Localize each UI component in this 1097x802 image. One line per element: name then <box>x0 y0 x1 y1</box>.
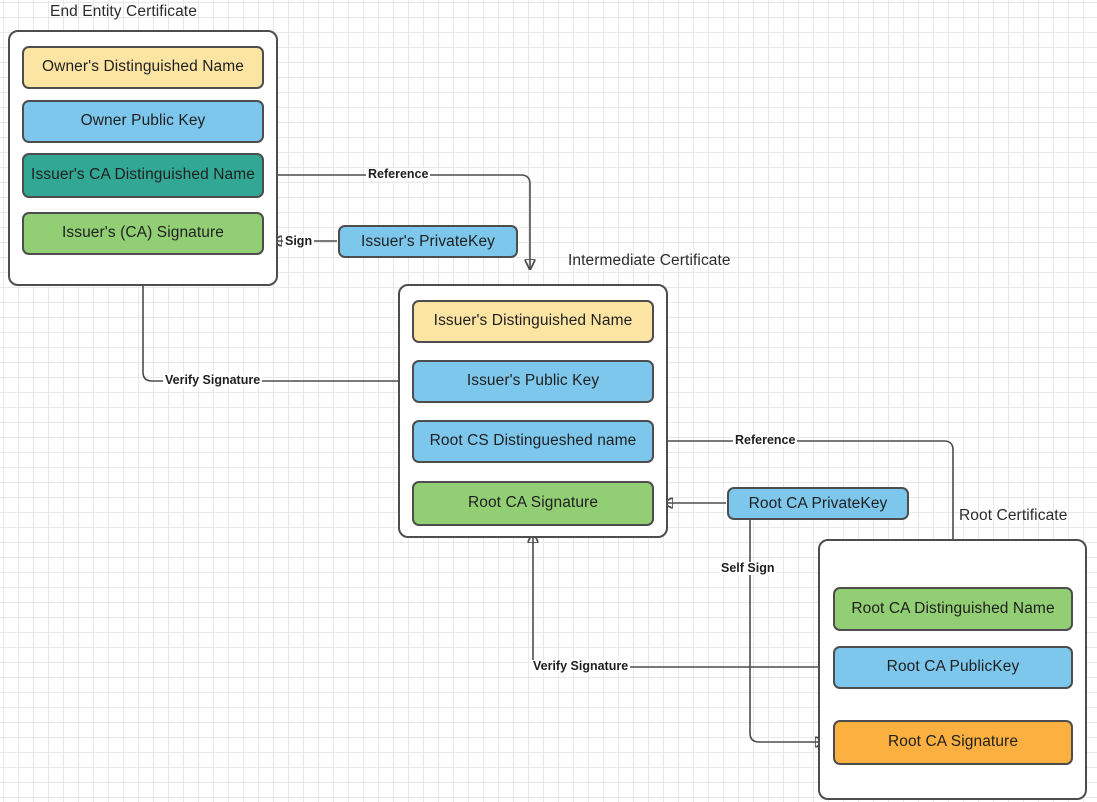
wire-self-sign <box>749 520 825 742</box>
root-certificate-title: Root Certificate <box>959 507 1068 524</box>
edge-label-reference-bottom: Reference <box>733 433 798 447</box>
end-entity-field-owner-public-key[interactable]: Owner Public Key <box>22 100 264 143</box>
end-entity-field-issuer-ca-dn[interactable]: Issuer's CA Distinguished Name <box>22 153 264 198</box>
edge-label-reference-top: Reference <box>366 167 431 181</box>
intermediate-field-issuer-public-key[interactable]: Issuer's Public Key <box>412 360 654 403</box>
intermediate-certificate-title: Intermediate Certificate <box>568 252 731 269</box>
intermediate-field-issuer-dn[interactable]: Issuer's Distinguished Name <box>412 300 654 343</box>
intermediate-field-root-ca-signature[interactable]: Root CA Signature <box>412 481 654 526</box>
intermediate-field-root-cs-dn[interactable]: Root CS Distingueshed name <box>412 420 654 463</box>
root-field-root-ca-dn[interactable]: Root CA Distinguished Name <box>833 587 1073 631</box>
root-field-root-ca-public-key[interactable]: Root CA PublicKey <box>833 646 1073 689</box>
end-entity-certificate-title: End Entity Certificate <box>50 3 197 20</box>
end-entity-field-issuer-ca-signature[interactable]: Issuer's (CA) Signature <box>22 212 264 255</box>
issuers-private-key-box[interactable]: Issuer's PrivateKey <box>338 225 518 258</box>
root-ca-private-key-box[interactable]: Root CA PrivateKey <box>727 487 909 520</box>
root-field-root-ca-signature[interactable]: Root CA Signature <box>833 720 1073 765</box>
edge-label-self-sign: Self Sign <box>719 561 777 575</box>
edge-label-sign: Sign <box>283 234 315 248</box>
end-entity-field-owner-dn[interactable]: Owner's Distinguished Name <box>22 46 264 89</box>
edge-label-verify-signature-bottom: Verify Signature <box>531 659 631 673</box>
edge-label-verify-signature-top: Verify Signature <box>163 373 263 387</box>
wire-verify-signature-bottom <box>533 533 834 668</box>
